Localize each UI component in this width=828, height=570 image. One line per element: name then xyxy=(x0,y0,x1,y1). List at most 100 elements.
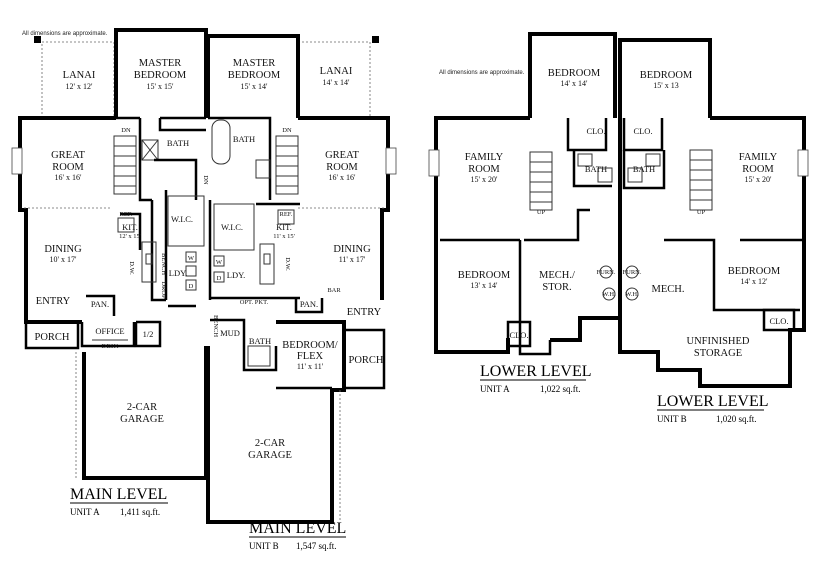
bath-wall-lower-b xyxy=(622,150,666,190)
wic-b xyxy=(213,203,255,251)
family-dim-a: 15' x 20' xyxy=(471,175,498,184)
level-title-lower-b: LOWER LEVEL xyxy=(657,393,769,410)
dining-label-b: DINING xyxy=(333,244,371,255)
outer-wall-a xyxy=(18,116,116,324)
stair-treads-lower-b xyxy=(690,159,712,201)
lanai-dim-a: 12' x 12' xyxy=(66,82,93,91)
sink-b xyxy=(263,253,271,265)
dryer-label-a: D xyxy=(189,283,194,290)
kit-dim-b: 11' x 15' xyxy=(273,233,295,240)
unfinished-label-b-1: UNFINISHED xyxy=(687,336,750,347)
main-level-unit-a: All dimensions are approximate. xyxy=(11,28,208,517)
sqft-lower-b: 1,020 sq.ft. xyxy=(716,414,757,424)
dn-label-b: DN xyxy=(282,127,292,134)
pantry-wall-b xyxy=(294,298,324,314)
flex-garage-wall-b xyxy=(206,320,346,524)
family-label-a-1: FAMILY xyxy=(465,152,504,163)
opt-pkt-label-b: OPT. PKT. xyxy=(240,299,269,306)
up-label-lower-a: UP xyxy=(537,209,546,216)
stair-b xyxy=(275,135,299,195)
furnace-a xyxy=(599,265,613,279)
interior-wall-a2 xyxy=(158,118,206,132)
ldy-label-b: LDY. xyxy=(227,270,246,280)
clo-label-lower-a: CLO. xyxy=(586,126,605,136)
window-lower-a xyxy=(428,149,440,177)
master-label-a-2: BEDROOM xyxy=(134,70,187,81)
bath-label-lower-b: BATH xyxy=(633,164,655,174)
ref-b xyxy=(277,209,295,225)
dining-label-a: DINING xyxy=(44,244,82,255)
kit-dim-a: 12' x 15' xyxy=(119,233,141,240)
shower2-b xyxy=(247,345,271,367)
pantry-label-b: PAN. xyxy=(300,299,318,309)
dryer-label-b: D xyxy=(217,275,222,282)
dw-label-b: D.W. xyxy=(284,257,291,271)
bedroom-dim-lower-a: 13' x 14' xyxy=(471,281,498,290)
drop-label-a: DROP xyxy=(160,281,167,299)
stair-a xyxy=(113,135,137,195)
kit-label-a: KIT. xyxy=(122,222,138,232)
master-label-a-1: MASTER xyxy=(139,58,182,69)
unit-label-lower-b: UNIT B xyxy=(657,414,687,424)
main-level-unit-b: MASTER BEDROOM 15' x 14' LANAI 14' x 14'… xyxy=(202,34,397,551)
wh-label-b: W.H. xyxy=(625,291,639,298)
master-dim-b: 15' x 14' xyxy=(241,82,268,91)
bedroom-top-label-b: BEDROOM xyxy=(640,70,693,81)
shower-lower-b xyxy=(627,167,643,183)
furn-label-b: FURN. xyxy=(623,269,642,276)
family-label-b-1: FAMILY xyxy=(739,152,778,163)
unit-label-lower-a: UNIT A xyxy=(480,384,510,394)
flex-label-b-2: FLEX xyxy=(297,351,324,362)
clo-wall-a xyxy=(566,118,608,152)
garage-label-a-1: 2-CAR xyxy=(127,402,157,413)
bedroom-top-label-a: BEDROOM xyxy=(548,68,601,79)
desk-label-a: DESK xyxy=(102,343,119,350)
washer-label-b: W xyxy=(216,259,223,266)
unit-label-main-b: UNIT B xyxy=(249,541,279,551)
flex-dim-b: 11' x 11' xyxy=(297,362,324,371)
up-label-lower-b: UP xyxy=(697,209,706,216)
mech-label-a-2: STOR. xyxy=(542,282,571,293)
wic-label-a: W.I.C. xyxy=(171,214,193,224)
dimensions-note: All dimensions are approximate. xyxy=(22,31,108,37)
dn-label-a: DN xyxy=(121,127,131,134)
bath-wall-b xyxy=(208,116,272,200)
office-wall-a xyxy=(80,322,136,348)
bedroom-top-wall-a xyxy=(528,32,617,118)
entry-label-a: ENTRY xyxy=(36,296,71,307)
family-dim-b: 15' x 20' xyxy=(745,175,772,184)
mech-label-a-1: MECH./ xyxy=(539,270,575,281)
bar-label-b: BAR xyxy=(327,287,341,294)
level-title-main-a: MAIN LEVEL xyxy=(70,486,167,503)
level-title-main-b: MAIN LEVEL xyxy=(249,520,346,537)
office-label-a: OFFICE xyxy=(95,326,124,336)
lower-level-unit-b: BEDROOM 15' x 13 CLO. BATH UP FAMILY ROO… xyxy=(618,38,809,424)
porch-b xyxy=(342,328,386,390)
pantry-label-a: PAN. xyxy=(91,299,109,309)
wh-label-a: W.H. xyxy=(602,291,616,298)
island-a xyxy=(141,241,157,283)
mech-wall-a xyxy=(524,208,590,242)
family-label-b-2: ROOM xyxy=(742,164,774,175)
clo2-label-lower-a: CLO. xyxy=(509,330,528,340)
bench-label-a: BENCH xyxy=(160,253,167,275)
kit-label-b: KIT. xyxy=(276,222,292,232)
furnace-b xyxy=(625,265,639,279)
water-heater-b xyxy=(625,287,639,301)
master-label-b-2: BEDROOM xyxy=(228,70,281,81)
shower-a xyxy=(141,139,159,161)
lanai-label-a: LANAI xyxy=(63,70,96,81)
dryer-b xyxy=(213,271,225,283)
washer-label-a: W xyxy=(188,255,195,262)
sqft-lower-a: 1,022 sq.ft. xyxy=(540,384,581,394)
bath-label-lower-a: BATH xyxy=(585,164,607,174)
stair-treads-lower-a xyxy=(530,161,552,203)
ref-label-a: REF. xyxy=(119,211,132,218)
washer-a xyxy=(185,251,197,263)
shower-lower-a xyxy=(597,167,613,183)
sqft-main-a: 1,411 sq.ft. xyxy=(120,507,160,517)
master-dim-a: 15' x 15' xyxy=(147,82,174,91)
wic-a xyxy=(167,195,205,247)
bath2-label-b: BATH xyxy=(249,336,271,346)
